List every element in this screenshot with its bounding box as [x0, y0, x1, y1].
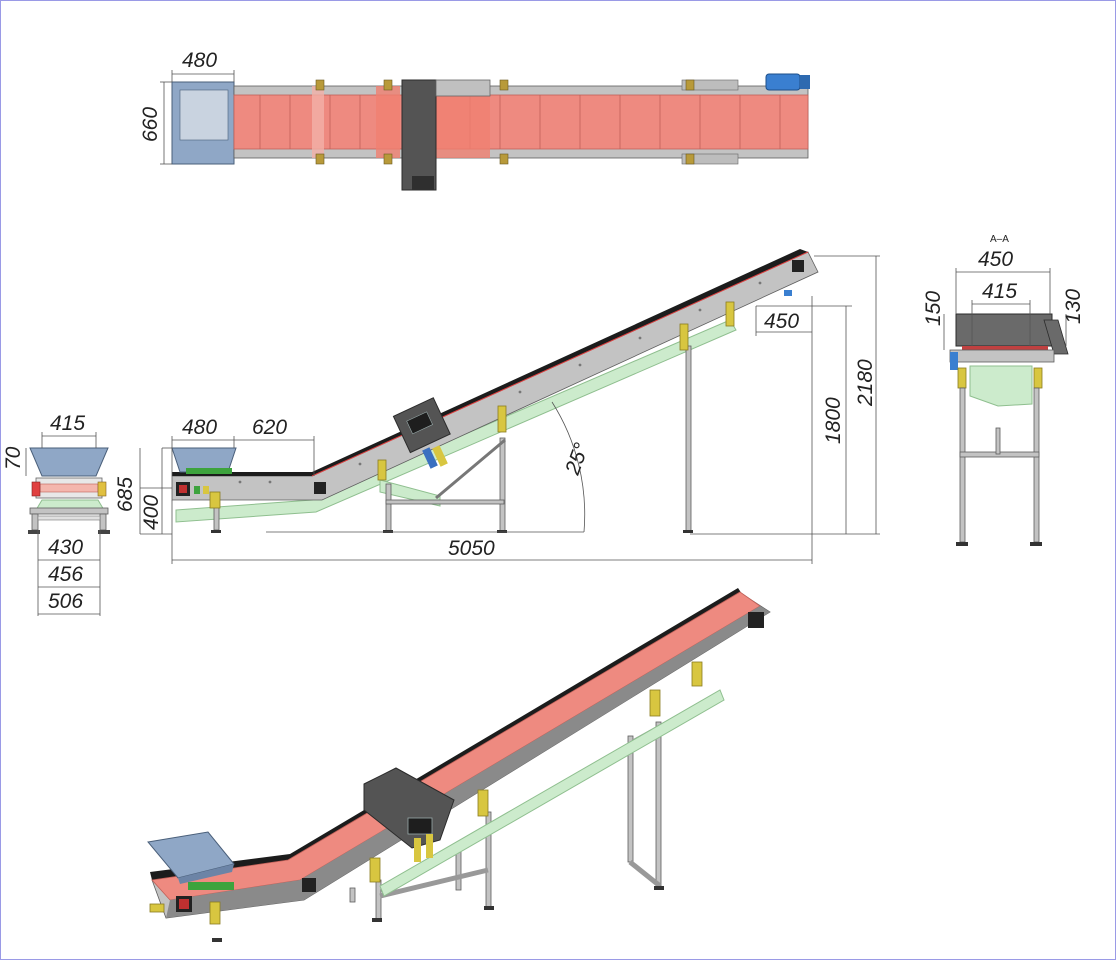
dim-front-w3: 506 [48, 590, 83, 613]
iso-view [147, 588, 771, 942]
dim-section-outer: 450 [978, 248, 1013, 271]
dim-top-width: 480 [182, 49, 217, 72]
dim-overall-h: 2180 [854, 359, 877, 407]
dim-flat-len: 620 [252, 416, 287, 439]
dim-total-len: 5050 [448, 537, 495, 560]
dim-section-inner: 415 [982, 280, 1017, 303]
dim-inlet-h: 685 [114, 477, 137, 512]
top-view: 480 660 [139, 49, 810, 191]
dim-hopper-len: 480 [182, 416, 217, 439]
dim-discharge-h: 1800 [822, 397, 845, 444]
dim-front-w2: 456 [48, 563, 83, 586]
dim-top-height: 660 [139, 107, 162, 142]
dim-section-left: 150 [922, 291, 945, 326]
dim-angle: 25° [561, 440, 594, 479]
top-detector [401, 79, 437, 191]
section-view: А–А 450 415 150 130 [922, 234, 1085, 546]
dim-discharge-len: 450 [764, 310, 799, 333]
dim-front-side: 70 [2, 446, 25, 470]
side-detector [392, 397, 451, 454]
section-title: А–А [990, 234, 1009, 245]
motor [765, 73, 801, 91]
side-view: 25° 480 620 5050 2180 1800 450 685 400 [114, 249, 880, 564]
front-hopper [29, 447, 109, 477]
front-view: 415 70 430 456 506 [2, 412, 110, 616]
dim-base-h: 400 [140, 495, 163, 530]
iso-detector [363, 767, 455, 862]
dim-front-top: 415 [50, 412, 85, 435]
dim-section-right: 130 [1062, 289, 1085, 324]
dim-front-w1: 430 [48, 536, 83, 559]
